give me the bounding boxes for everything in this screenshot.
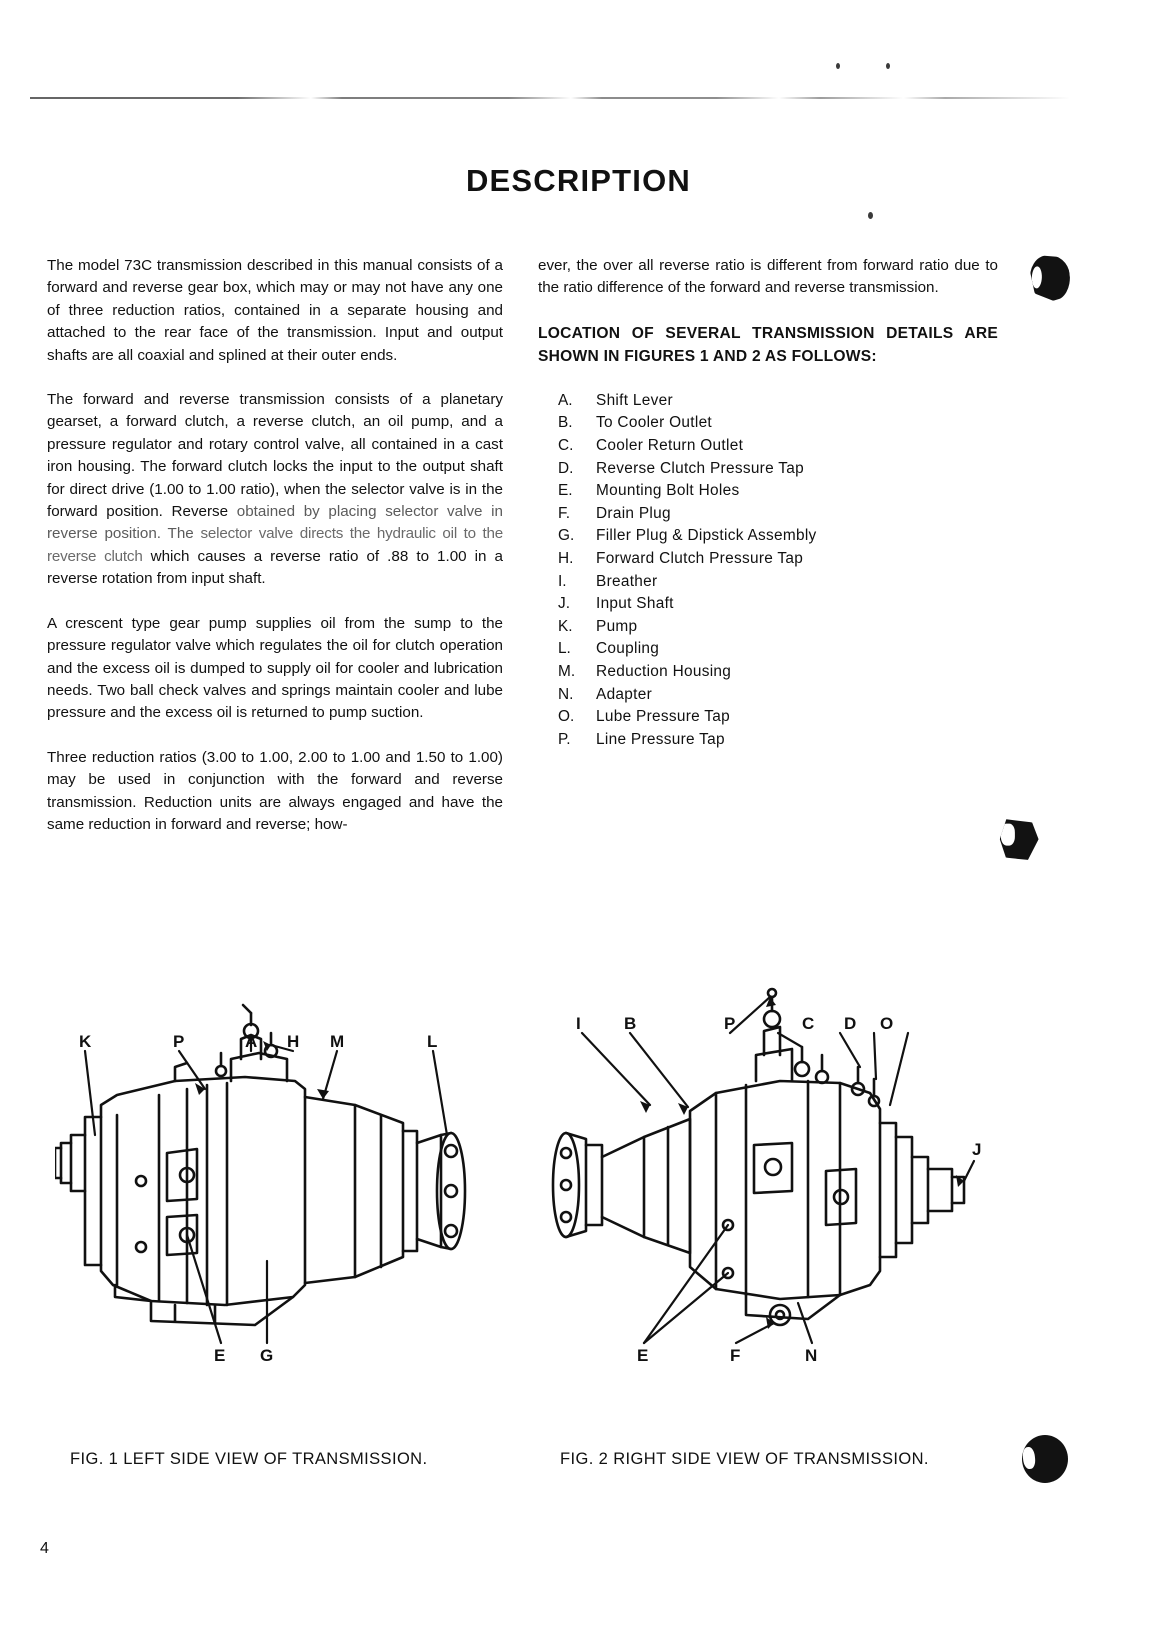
list-item: K. Pump: [538, 616, 998, 639]
list-item-label: Coupling: [596, 640, 660, 658]
figure-1-caption: FIG. 1 LEFT SIDE VIEW OF TRANSMISSION.: [70, 1450, 428, 1468]
figure-2-callout-e: E: [637, 1346, 648, 1365]
page-number: 4: [40, 1540, 49, 1557]
paragraph-overview: The model 73C transmission described in …: [47, 257, 503, 364]
figure-2-callout-n: N: [805, 1346, 817, 1365]
faded-scan-line-1: obtained by placing selector valve in re…: [47, 503, 503, 543]
paragraph-gear-pump: A crescent type gear pump supplies oil f…: [47, 614, 503, 722]
figure-1-callout-h: H: [287, 1032, 299, 1051]
scan-speck: [886, 63, 890, 69]
list-item-key: O.: [558, 708, 575, 726]
figure-1-callout-l: L: [427, 1032, 437, 1051]
figure-2-callout-b: B: [624, 1014, 636, 1033]
list-item-label: Mounting Bolt Holes: [596, 482, 740, 500]
figure-2-arrowheads: [640, 997, 964, 1329]
figures-area: K P A H M L E G: [0, 985, 1157, 1385]
list-item-key: G.: [558, 527, 575, 545]
list-item-key: H.: [558, 549, 574, 567]
figure-1-callout-k: K: [79, 1032, 92, 1051]
list-item: O. Lube Pressure Tap: [538, 706, 998, 729]
scan-line-artifact: [30, 97, 1070, 99]
figure-2-caption: FIG. 2 RIGHT SIDE VIEW OF TRANSMISSION.: [560, 1450, 929, 1468]
list-item: P. Line Pressure Tap: [538, 729, 998, 752]
list-item-key: N.: [558, 685, 574, 703]
list-item-key: B.: [558, 414, 573, 432]
paragraph-forward-reverse-text: The forward and reverse transmission con…: [47, 391, 503, 521]
list-item-key: J.: [558, 595, 570, 613]
list-item-label: Shift Lever: [596, 391, 673, 409]
list-item: E. Mounting Bolt Holes: [538, 480, 998, 503]
list-item: G. Filler Plug & Dipstick Assembly: [538, 525, 998, 548]
list-item-key: I.: [558, 572, 567, 590]
paragraph-reverse-ratio-continued: ever, the over all reverse ratio is diff…: [538, 257, 998, 297]
figure-2-callout-i: I: [576, 1014, 581, 1033]
left-text-column: The model 73C transmission described in …: [47, 255, 503, 836]
paragraph-forward-reverse: The forward and reverse transmission con…: [47, 389, 503, 591]
figure-1-callout-g: G: [260, 1346, 273, 1365]
transmission-right-side-drawing: I B P C D O J E F N: [551, 987, 981, 1365]
transmission-detail-list: A. Shift Lever B. To Cooler Outlet C. Coole…: [538, 390, 998, 752]
list-item: A. Shift Lever: [538, 390, 998, 413]
list-item: B. To Cooler Outlet: [538, 412, 998, 435]
detail-list-heading: LOCATION OF SEVERAL TRANSMISSION DETAILS…: [538, 324, 998, 365]
figure-2-callout-j: J: [972, 1140, 981, 1159]
list-item-label: Pump: [596, 617, 638, 635]
list-item-label: Drain Plug: [596, 504, 671, 522]
figure-1-callout-a: A: [245, 1032, 257, 1051]
figure-2-right-side-view: I B P C D O J E F N: [540, 985, 1010, 1375]
list-item: J. Input Shaft: [538, 593, 998, 616]
list-item-label: Line Pressure Tap: [596, 730, 725, 748]
figure-2-callout-f: F: [730, 1346, 740, 1365]
scan-speck: [868, 212, 873, 219]
figure-1-callout-e: E: [214, 1346, 225, 1365]
list-item-key: P.: [558, 730, 571, 748]
list-item-key: A.: [558, 391, 573, 409]
binder-hole-smudge: [1022, 1435, 1068, 1483]
list-item-key: E.: [558, 482, 573, 500]
figure-2-leader-lines: [580, 995, 976, 1345]
list-item-label: To Cooler Outlet: [596, 414, 713, 432]
scan-speck: [836, 63, 840, 69]
list-item-key: M.: [558, 662, 576, 680]
figure-2-callout-p: P: [724, 1014, 735, 1033]
list-item-label: Input Shaft: [596, 595, 674, 613]
list-item-label: Forward Clutch Pressure Tap: [596, 549, 804, 567]
list-item: L. Coupling: [538, 638, 998, 661]
list-item-label: Reduction Housing: [596, 662, 732, 680]
list-item-label: Breather: [596, 572, 658, 590]
figure-1-callout-m: M: [330, 1032, 344, 1051]
figure-1-left-side-view: K P A H M L E G: [55, 985, 525, 1375]
figure-1-arrowheads: [195, 1041, 329, 1099]
list-item: I. Breather: [538, 571, 998, 594]
list-item: D. Reverse Clutch Pressure Tap: [538, 458, 998, 481]
list-item-key: L.: [558, 640, 571, 658]
figure-2-callout-c: C: [802, 1014, 814, 1033]
list-item-key: C.: [558, 437, 574, 454]
page-title: DESCRIPTION: [465, 163, 692, 198]
right-text-column: ever, the over all reverse ratio is diff…: [538, 255, 998, 751]
figure-1-callout-p: P: [173, 1032, 184, 1051]
paragraph-reduction-ratios: Three reduction ratios (3.00 to 1.00, 2.…: [47, 748, 503, 833]
list-item-label: Reverse Clutch Pressure Tap: [596, 459, 804, 477]
list-item-label: Lube Pressure Tap: [596, 708, 731, 726]
faded-scan-line-3: which causes a reverse ratio of .88 to 1…: [47, 547, 503, 588]
list-item: F. Drain Plug: [538, 503, 998, 526]
list-item-label: Filler Plug & Dipstick Assembly: [596, 527, 817, 545]
faded-scan-line-2: selector valve directs the hydraulic oil…: [47, 525, 503, 565]
list-item: N. Adapter: [538, 684, 998, 707]
list-item-key: F.: [558, 504, 570, 522]
list-item-key: K.: [558, 617, 573, 635]
list-item: C. Cooler Return Outlet: [538, 435, 998, 458]
binder-hole-smudge: [996, 816, 1041, 863]
list-item-label: Cooler Return Outlet: [596, 437, 744, 454]
list-item: H. Forward Clutch Pressure Tap: [538, 548, 998, 571]
binder-hole-smudge: [1028, 253, 1073, 303]
list-item-key: D.: [558, 459, 574, 477]
list-item: M. Reduction Housing: [538, 661, 998, 684]
figure-2-callout-d: D: [844, 1014, 856, 1033]
figure-2-callout-o: O: [880, 1014, 893, 1033]
list-item-label: Adapter: [596, 685, 653, 703]
transmission-left-side-drawing: K P A H M L E G: [55, 1003, 467, 1365]
